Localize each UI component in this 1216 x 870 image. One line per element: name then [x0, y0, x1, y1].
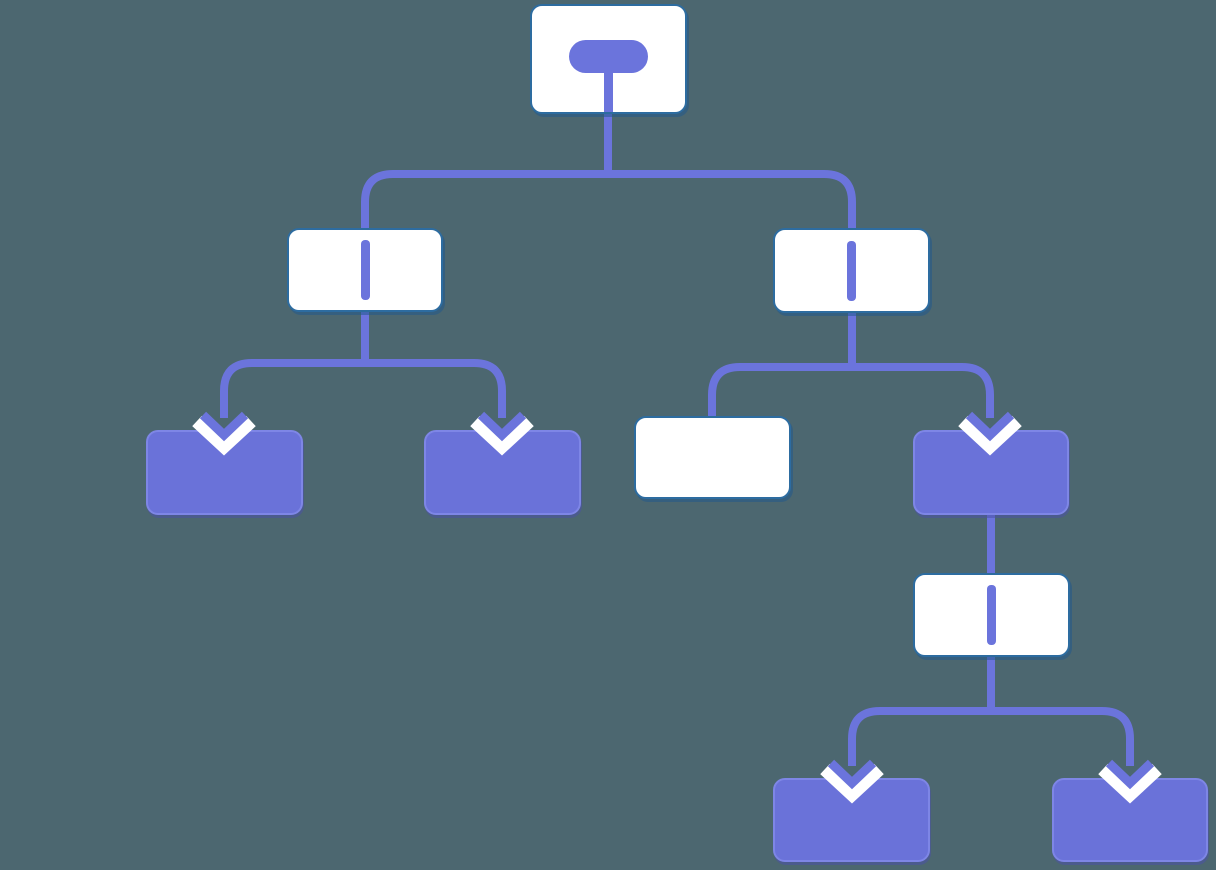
node-child-right-white: [634, 416, 791, 499]
node-leaf-bottom-2: [1052, 778, 1208, 862]
node-leaf-left-1: [146, 430, 303, 515]
node-leaf-left-2: [424, 430, 581, 515]
edge-passbottom-to-bottomleaves: [848, 657, 1134, 766]
node-branch-left: [287, 228, 443, 312]
edge-root-to-branches: [361, 114, 856, 228]
node-leaf-right: [913, 430, 1069, 515]
vertical-divider-icon: [360, 240, 370, 300]
vertical-divider-icon: [987, 585, 996, 645]
node-root: [530, 4, 687, 114]
node-branch-right: [773, 228, 930, 313]
node-pass-bottom: [913, 573, 1070, 657]
node-leaf-bottom-1: [773, 778, 930, 862]
edge-branchright-to-children: [708, 313, 994, 418]
edge-branchleft-to-leaves: [220, 312, 506, 418]
root-stem-shape: [603, 66, 613, 112]
vertical-divider-icon: [847, 240, 856, 301]
tree-root-icon: [532, 6, 685, 112]
